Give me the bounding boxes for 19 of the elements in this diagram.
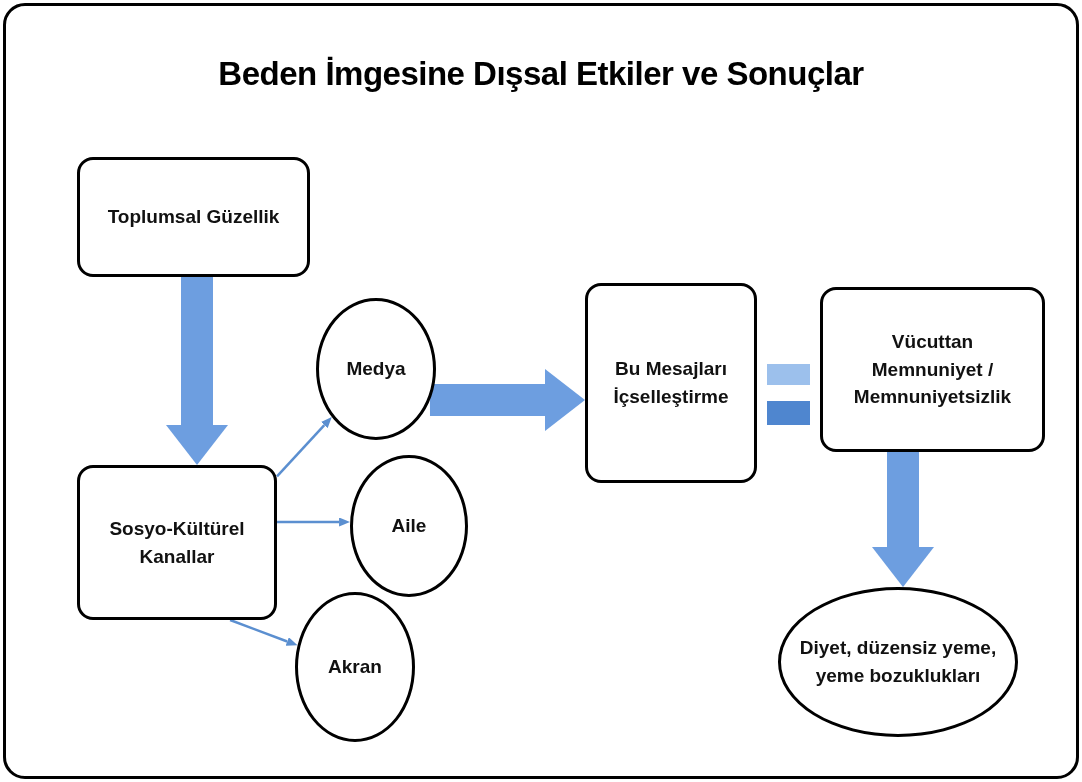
block-arrow (430, 369, 585, 431)
process-box (585, 283, 757, 483)
node-label: Vücuttan Memnuniyet / Memnuniyetsizlik (852, 330, 1013, 410)
block-arrow (872, 452, 934, 588)
node-label: Medya (346, 357, 406, 382)
process-box (77, 157, 310, 277)
node-label: Diyet, düzensiz yeme, yeme bozuklukları (798, 636, 998, 688)
node-label: Akran (328, 655, 382, 680)
diagram-title: Beden İmgesine Dışsal Etkiler ve Sonuçlar (217, 55, 865, 93)
process-box (77, 465, 277, 620)
process-box (820, 287, 1045, 452)
node-label: Aile (391, 514, 427, 539)
block-arrow (166, 277, 228, 465)
arrow (229, 618, 298, 646)
arrow (277, 517, 351, 527)
arrow (276, 417, 332, 478)
node-label: Bu Mesajları İçselleştirme (612, 357, 730, 409)
node-label: Sosyo-Kültürel Kanallar (108, 516, 246, 569)
node-label: Toplumsal Güzellik (107, 205, 280, 230)
